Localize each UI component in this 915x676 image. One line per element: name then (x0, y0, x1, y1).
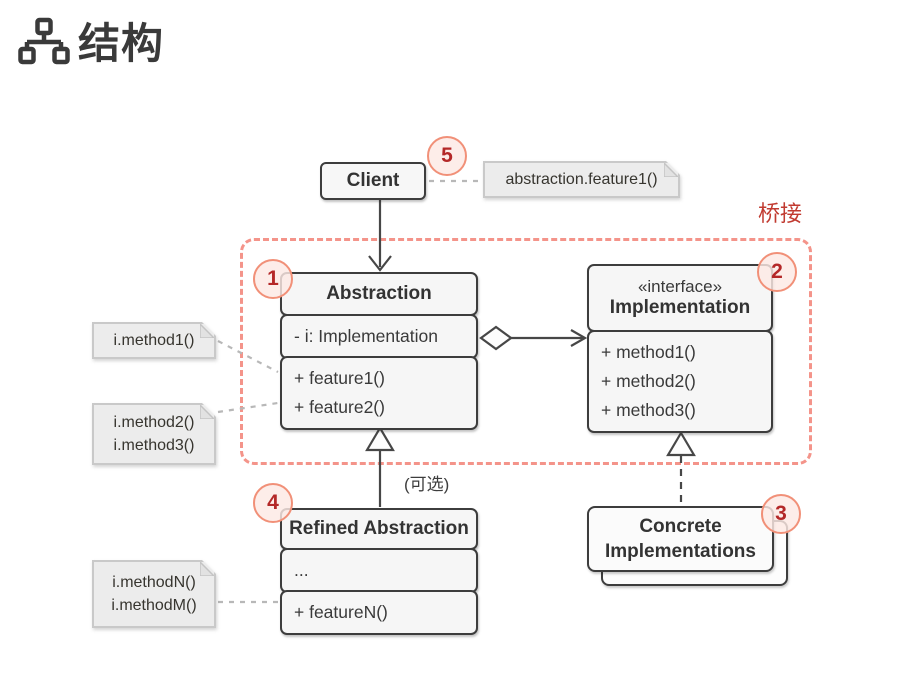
note-line: i.method3() (113, 437, 195, 454)
refined-abstraction-attribute: ... (294, 559, 309, 580)
client-to-abstraction-arrowhead (368, 255, 392, 272)
client-class-name: Client (346, 170, 400, 191)
implementation-method: + method2() (601, 370, 696, 391)
concrete-implementations-name-line: Implementations (605, 541, 756, 562)
note-line: abstraction.feature1() (505, 171, 658, 188)
abstraction-attribute: - i: Implementation (294, 325, 438, 346)
note-fold-icon (664, 163, 678, 177)
aggregation-diamond (479, 325, 513, 351)
feature1-delegation-note: i.method1() (92, 322, 216, 359)
note2-connector (217, 401, 279, 414)
featureN-delegation-note: i.methodN() i.methodM() (92, 560, 216, 628)
badge-4: 4 (253, 483, 293, 523)
bridge-pattern-boundary (240, 238, 812, 465)
client-code-note: abstraction.feature1() (483, 161, 680, 198)
note1-connector (217, 340, 279, 373)
implementation-interface-name: Implementation (609, 297, 751, 318)
implementation-method: + method1() (601, 341, 696, 362)
note-line: i.methodM() (111, 597, 197, 614)
implementation-method: + method3() (601, 399, 696, 420)
note-line: i.methodN() (112, 574, 196, 591)
feature2-delegation-note: i.method2() i.method3() (92, 403, 216, 465)
implementation-interface-title: «interface» Implementation (587, 264, 773, 332)
refined-abstraction-method: + featureN() (294, 602, 388, 622)
note-line: i.method2() (113, 414, 195, 431)
badge-3: 3 (761, 494, 801, 534)
abstraction-class-name: Abstraction (280, 272, 478, 316)
note-line: i.method1() (113, 332, 195, 349)
badge-2: 2 (757, 252, 797, 292)
refined-abstraction-attributes: ... (280, 547, 478, 593)
optional-inheritance-label: (可选) (404, 475, 450, 494)
structure-icon (18, 17, 70, 64)
note-fold-icon (200, 405, 214, 419)
refined-abstraction-class-box: Refined Abstraction ... + featureN() (280, 508, 478, 635)
note-fold-icon (200, 324, 214, 338)
concrete-realization-triangle (666, 430, 696, 457)
concrete-implementations-class-box: Concrete Implementations (587, 506, 774, 572)
bridge-pattern-label: 桥接 (757, 201, 802, 226)
abstraction-attributes: - i: Implementation (280, 313, 478, 359)
page-title: 结构 (78, 20, 165, 67)
concrete-implementations-name-line: Concrete (639, 516, 722, 537)
badge-5: 5 (427, 136, 467, 176)
abstraction-class-box: Abstraction - i: Implementation + featur… (280, 272, 478, 430)
refined-inheritance-triangle (365, 425, 395, 452)
note-fold-icon (200, 562, 214, 576)
client-class-box: Client (320, 162, 426, 200)
implementation-interface-box: «interface» Implementation + method1() +… (587, 264, 773, 433)
refined-abstraction-methods: + featureN() (280, 590, 478, 635)
refined-abstraction-class-name: Refined Abstraction (280, 508, 478, 550)
badge-1: 1 (253, 259, 293, 299)
implementation-methods: + method1() + method2() + method3() (587, 329, 773, 433)
abstraction-method: + feature1() (294, 368, 385, 388)
abstraction-method: + feature2() (294, 397, 385, 417)
interface-stereotype: «interface» (637, 277, 723, 296)
page-header: 结构 (18, 10, 164, 71)
abstraction-methods: + feature1() + feature2() (280, 356, 478, 430)
aggregation-arrowhead (570, 329, 588, 347)
